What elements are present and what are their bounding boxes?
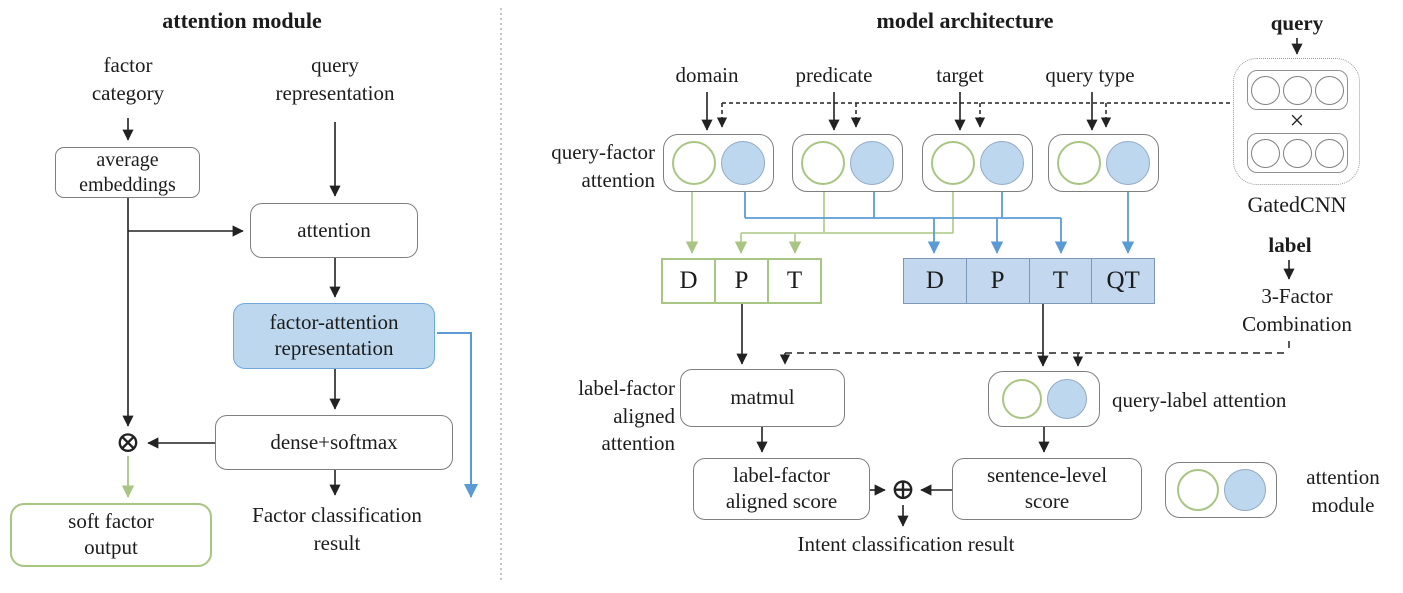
matmul-node: matmul xyxy=(680,369,845,427)
right-panel-title: model architecture xyxy=(876,8,1054,33)
factor-label-target: target xyxy=(936,63,984,87)
green-cell-t: T xyxy=(767,260,820,302)
unit-circle-icon xyxy=(1251,75,1280,105)
intent-classification-result-label: Intent classification result xyxy=(797,532,1015,556)
factor-label-domain: domain xyxy=(675,63,739,87)
attention-module-chip-target xyxy=(922,134,1033,192)
unit-circle-icon xyxy=(1315,75,1344,105)
query-factor-attention-label: query-factor attention xyxy=(551,140,655,192)
attention-module-chip-domain xyxy=(663,134,774,192)
attention-node: attention xyxy=(250,203,418,258)
label-factor-aligned-attention-label: label-factor aligned attention xyxy=(578,376,675,456)
green-circle-icon xyxy=(801,141,845,185)
factor-label-query-type: query type xyxy=(1045,63,1135,87)
gatedcnn-vector-bottom xyxy=(1247,133,1348,173)
blue-circle-icon xyxy=(850,141,894,185)
left-panel-title: attention module xyxy=(162,8,322,33)
unit-circle-icon xyxy=(1251,138,1280,168)
blue-circle-icon xyxy=(980,141,1024,185)
label-label: label xyxy=(1268,233,1312,257)
soft-factor-output-node: soft factor output xyxy=(10,503,212,567)
blue-circle-icon xyxy=(721,141,765,185)
green-circle-icon xyxy=(1057,141,1101,185)
blue-factor-cells: D P T QT xyxy=(903,258,1155,304)
gatedcnn-label: GatedCNN xyxy=(1247,192,1347,217)
plus-circle-icon: ⊕ xyxy=(890,473,916,506)
query-label-attention-label: query-label attention xyxy=(1112,388,1287,412)
green-circle-icon xyxy=(1001,379,1042,419)
green-circle-icon xyxy=(931,141,975,185)
green-factor-cells: D P T xyxy=(661,258,822,304)
sentence-level-score-node: sentence-level score xyxy=(952,458,1142,520)
blue-cell-p: P xyxy=(965,259,1029,303)
attention-module-chip-query-label xyxy=(988,371,1100,427)
attention-module-legend-chip xyxy=(1165,462,1277,518)
dense-softmax-node: dense+softmax xyxy=(215,415,453,470)
factor-classification-result-label: Factor classification result xyxy=(252,503,422,555)
attention-module-chip-query-type xyxy=(1048,134,1159,192)
query-representation-label: query representation xyxy=(275,53,395,105)
blue-circle-icon xyxy=(1046,379,1087,419)
unit-circle-icon xyxy=(1315,138,1344,168)
attention-module-legend-label: attention module xyxy=(1306,465,1380,517)
blue-circle-icon xyxy=(1223,469,1266,511)
multiply-circle-icon: ⊗ xyxy=(115,426,141,459)
blue-cell-t: T xyxy=(1028,259,1092,303)
blue-circle-icon xyxy=(1106,141,1150,185)
attention-module-chip-predicate xyxy=(792,134,903,192)
average-embeddings-node: average embeddings xyxy=(55,147,200,198)
green-circle-icon xyxy=(672,141,716,185)
three-factor-combination-label: 3-Factor Combination xyxy=(1242,284,1352,336)
factor-category-label: factor category xyxy=(91,53,165,105)
green-circle-icon xyxy=(1176,469,1219,511)
multiply-icon: × xyxy=(1289,106,1305,135)
unit-circle-icon xyxy=(1283,75,1312,105)
green-cell-p: P xyxy=(714,260,767,302)
label-factor-aligned-score-node: label-factor aligned score xyxy=(693,458,870,520)
factor-attention-representation-node: factor-attention representation xyxy=(233,303,435,369)
blue-cell-d: D xyxy=(925,267,944,294)
gatedcnn-vector-top xyxy=(1247,70,1348,110)
factor-label-predicate: predicate xyxy=(795,63,873,87)
blue-cell-qt: QT xyxy=(1091,259,1154,303)
unit-circle-icon xyxy=(1283,138,1312,168)
green-cell-d: D xyxy=(679,267,698,294)
query-label: query xyxy=(1270,11,1324,35)
